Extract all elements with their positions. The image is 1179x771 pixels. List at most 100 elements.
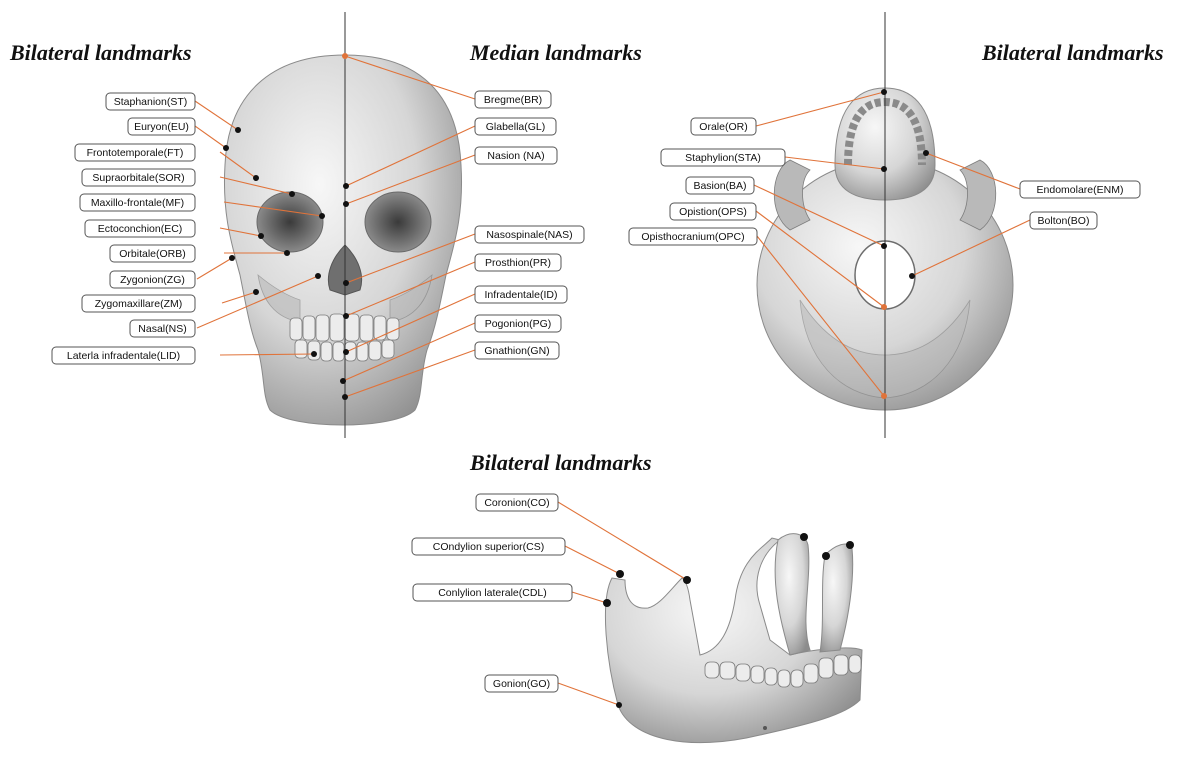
label-bregme: Bregme(BR) [475,91,551,108]
dot-supraorbitale [289,191,295,197]
leader-zygonion [197,258,232,279]
heading-bilateral-front: Bilateral landmarks [9,40,192,65]
dot-basion [881,243,887,249]
dot-condylion-superior [616,570,624,578]
svg-text:Nasion (NA): Nasion (NA) [487,150,544,162]
dot-bolton [909,273,915,279]
dot-frontotemporale [253,175,259,181]
labels-mandible: Coronion(CO) COndylion superior(CS) Conl… [412,494,572,692]
dot-staphylion [881,166,887,172]
dot-infradentale [343,349,349,355]
svg-text:Maxillo-frontale(MF): Maxillo-frontale(MF) [91,197,184,209]
svg-text:Zygonion(ZG): Zygonion(ZG) [120,274,185,286]
label-nasion: Nasion (NA) [475,147,557,164]
leader-staphanion [195,101,238,130]
label-condylion-superior: COndylion superior(CS) [412,538,565,555]
label-zygomaxillare: Zygomaxillare(ZM) [82,295,195,312]
label-pogonion: Pogonion(PG) [475,315,561,332]
label-condylion-laterale: Conlylion laterale(CDL) [413,584,572,601]
dot-endomolare [923,150,929,156]
label-staphanion: Staphanion(ST) [106,93,195,110]
label-coronion: Coronion(CO) [476,494,558,511]
label-opistion: Opistion(OPS) [670,203,756,220]
label-orale: Orale(OR) [691,118,756,135]
dot-prosthion [343,313,349,319]
label-gnathion: Gnathion(GN) [475,342,559,359]
leader-coronion [558,502,687,580]
label-bolton: Bolton(BO) [1030,212,1097,229]
dot-staphanion [235,127,241,133]
svg-text:Pogonion(PG): Pogonion(PG) [485,318,552,330]
dot-opistion [881,304,887,310]
heading-bilateral-basal: Bilateral landmarks [981,40,1164,65]
label-supraorbitale: Supraorbitale(SOR) [82,169,195,186]
frontal-skull [224,55,461,425]
label-ectoconchion: Ectoconchion(EC) [85,220,195,237]
svg-text:Opisthocranium(OPC): Opisthocranium(OPC) [641,231,744,243]
leader-condylion-laterale [572,592,607,603]
svg-text:Prosthion(PR): Prosthion(PR) [485,257,551,269]
dot-nasion [343,201,349,207]
label-glabella: Glabella(GL) [475,118,556,135]
svg-text:Bregme(BR): Bregme(BR) [484,94,542,106]
svg-text:Glabella(GL): Glabella(GL) [486,121,546,133]
svg-text:Ectoconchion(EC): Ectoconchion(EC) [98,223,183,235]
label-prosthion: Prosthion(PR) [475,254,561,271]
labels-bilateral-front: Staphanion(ST) Euryon(EU) Frontotemporal… [52,93,195,364]
svg-text:Staphanion(ST): Staphanion(ST) [114,96,188,108]
label-nasal: Nasal(NS) [130,320,195,337]
svg-text:Conlylion laterale(CDL): Conlylion laterale(CDL) [438,587,547,599]
svg-text:Gonion(GO): Gonion(GO) [493,678,550,690]
svg-text:Coronion(CO): Coronion(CO) [484,497,549,509]
svg-text:COndylion superior(CS): COndylion superior(CS) [433,541,544,553]
dot-nasal [315,273,321,279]
dot-far-condylion-medial [822,552,830,560]
svg-text:Staphylion(STA): Staphylion(STA) [685,152,761,164]
label-maxillo-frontale: Maxillo-frontale(MF) [80,194,195,211]
leader-gonion [558,683,619,705]
label-opisthocranium: Opisthocranium(OPC) [629,228,757,245]
svg-text:Nasal(NS): Nasal(NS) [138,323,186,335]
dot-orbitale [284,250,290,256]
svg-text:Opistion(OPS): Opistion(OPS) [679,206,747,218]
svg-text:Orale(OR): Orale(OR) [699,121,747,133]
heading-bilateral-mandible: Bilateral landmarks [469,450,652,475]
dot-pogonion [340,378,346,384]
label-nasospinale: Nasospinale(NAS) [475,226,584,243]
svg-text:Infradentale(ID): Infradentale(ID) [485,289,558,301]
svg-text:Supraorbitale(SOR): Supraorbitale(SOR) [92,172,184,184]
dot-opisthocranium [881,393,887,399]
leader-euryon [195,126,226,148]
label-lateral-infradentale: Laterla infradentale(LID) [52,347,195,364]
dot-gonion [616,702,622,708]
svg-text:Frontotemporale(FT): Frontotemporale(FT) [87,147,184,159]
dot-maxillo-frontale [319,213,325,219]
label-zygonion: Zygonion(ZG) [110,271,195,288]
svg-text:Endomolare(ENM): Endomolare(ENM) [1037,184,1124,196]
dot-glabella [343,183,349,189]
label-euryon: Euryon(EU) [128,118,195,135]
mandible [605,534,862,743]
dot-far-coronion [800,533,808,541]
labels-median-front: Bregme(BR) Glabella(GL) Nasion (NA) Naso… [475,91,584,359]
dot-gnathion [342,394,348,400]
svg-text:Nasospinale(NAS): Nasospinale(NAS) [486,229,572,241]
svg-text:Laterla infradentale(LID): Laterla infradentale(LID) [67,350,180,362]
dot-euryon [223,145,229,151]
dot-zygonion [229,255,235,261]
label-gonion: Gonion(GO) [485,675,558,692]
label-endomolare: Endomolare(ENM) [1020,181,1140,198]
svg-text:Basion(BA): Basion(BA) [693,180,746,192]
label-frontotemporale: Frontotemporale(FT) [75,144,195,161]
svg-text:Gnathion(GN): Gnathion(GN) [484,345,549,357]
label-basion: Basion(BA) [686,177,754,194]
label-infradentale: Infradentale(ID) [475,286,567,303]
svg-text:Bolton(BO): Bolton(BO) [1038,215,1090,227]
dot-far-condylion [846,541,854,549]
label-orbitale: Orbitale(ORB) [110,245,195,262]
leader-condylion-superior [565,546,620,574]
dot-zygomaxillare [253,289,259,295]
dot-lateral-infradentale [311,351,317,357]
dot-condylion-laterale [603,599,611,607]
